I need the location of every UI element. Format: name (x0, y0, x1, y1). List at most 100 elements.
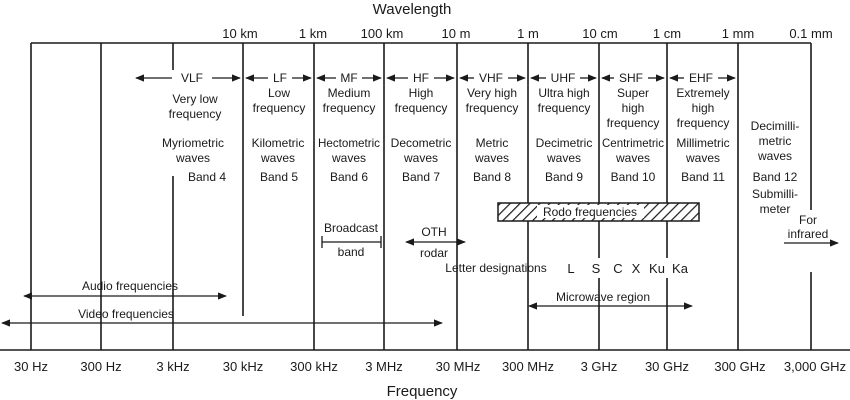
band-name: frequency (323, 101, 376, 115)
wavelength-tick: 1 cm (653, 26, 681, 41)
band-abbr: UHF (551, 71, 576, 85)
frequency-tick: 3 MHz (365, 359, 403, 374)
band-name: frequency (253, 101, 306, 115)
oth-label: rodar (420, 246, 448, 260)
frequency-tick: 3 GHz (581, 359, 618, 374)
wave-name: waves (331, 151, 366, 165)
frequency-tick: 30 MHz (436, 359, 481, 374)
infrared-label: For (799, 213, 817, 227)
wave-names: Myriometric waves Kilometric waves Hecto… (162, 119, 799, 165)
frequency-tick: 3 kHz (156, 359, 189, 374)
frequency-tick: 30 GHz (645, 359, 689, 374)
band-abbr: VHF (479, 71, 503, 85)
band-name: Very low (172, 92, 218, 106)
video-frequencies-label: Video frequencies (78, 307, 174, 321)
band-name: frequency (538, 101, 591, 115)
wave-name: Decimilli- (751, 119, 800, 133)
wave-name: metric (759, 134, 792, 148)
band-names: Very low frequency Low frequency Medium … (169, 86, 730, 130)
band-name: frequency (677, 116, 730, 130)
wavelength-tick: 10 cm (582, 26, 617, 41)
oth-label: OTH (421, 225, 446, 239)
band-letter: L (567, 261, 574, 276)
band-number: Band 10 (611, 170, 656, 184)
band-name: Ultra high (538, 86, 589, 100)
wavelength-tick: 10 km (222, 26, 257, 41)
wave-name: Metric (476, 136, 509, 150)
wavelength-tick: 1 km (299, 26, 327, 41)
wave-name: waves (260, 151, 295, 165)
wave-name: waves (615, 151, 650, 165)
band-name: frequency (466, 101, 519, 115)
letter-designations-label: Letter designations (445, 261, 546, 275)
band-name: Extremely (676, 86, 729, 100)
band-number: Band 7 (402, 170, 440, 184)
band-name: frequency (607, 116, 660, 130)
band-letter: Ka (672, 261, 689, 276)
band-number: Band 6 (330, 170, 368, 184)
band-name: high (622, 101, 645, 115)
wavelength-tick: 1 mm (722, 26, 755, 41)
band-name: high (692, 101, 715, 115)
band-name: Low (268, 86, 290, 100)
band-letter: Ku (649, 261, 665, 276)
band-letter: C (613, 261, 622, 276)
submillimeter-label: meter (760, 202, 791, 216)
wave-name: Centrimetric (602, 136, 664, 150)
band-abbreviations: VLF LF MF HF VHF UHF SHF EHF (181, 71, 713, 85)
frame (0, 42, 850, 351)
frequency-tick: 30 Hz (14, 359, 48, 374)
band-letter: X (632, 261, 641, 276)
band-name: High (409, 86, 434, 100)
band-name: Medium (328, 86, 371, 100)
wavelength-ticks: 10 km 1 km 100 km 10 m 1 m 10 cm 1 cm 1 … (222, 26, 832, 41)
band-number: Band 9 (545, 170, 583, 184)
radar-frequencies-label: Rodo frequencies (543, 205, 637, 219)
microwave-region-label: Microwave region (556, 290, 650, 304)
wavelength-tick: 0.1 mm (789, 26, 832, 41)
audio-frequencies-label: Audio frequencies (82, 279, 178, 293)
band-name: frequency (395, 101, 448, 115)
band-number: Band 11 (681, 170, 725, 184)
band-abbr: VLF (181, 71, 203, 85)
frequency-tick: 30 kHz (223, 359, 263, 374)
frequency-tick: 3,000 GHz (784, 359, 846, 374)
band-name: Very high (467, 86, 517, 100)
submillimeter-label: Submilli- (752, 187, 798, 201)
broadcast-label: Broadcast (324, 221, 379, 235)
wavelength-tick: 1 m (517, 26, 539, 41)
band-numbers: Band 4 Band 5 Band 6 Band 7 Band 8 Band … (188, 170, 798, 216)
wave-name: Decometric (391, 136, 452, 150)
frequency-tick: 300 Hz (80, 359, 121, 374)
wave-name: waves (757, 149, 792, 163)
band-name: frequency (169, 107, 222, 121)
band-abbr: HF (413, 71, 429, 85)
wave-name: Decimetric (536, 136, 593, 150)
band-abbr: MF (340, 71, 357, 85)
infrared-label: infrared (788, 227, 829, 241)
band-abbr: SHF (619, 71, 643, 85)
band-number: Band 5 (260, 170, 298, 184)
wave-name: waves (175, 151, 210, 165)
wavelength-tick: 10 m (442, 26, 471, 41)
band-name: Super (617, 86, 649, 100)
wave-name: Kilometric (252, 136, 305, 150)
wave-name: Myriometric (162, 136, 224, 150)
broadcast-label: band (338, 245, 365, 259)
wavelength-axis-title: Wavelength (373, 1, 452, 18)
frequency-tick: 300 MHz (502, 359, 554, 374)
band-abbr: EHF (689, 71, 713, 85)
band-number: Band 4 (188, 170, 226, 184)
radar-label-backdrop (537, 205, 644, 218)
wave-name: Hectometric (318, 136, 380, 150)
wave-name: Millimetric (676, 136, 729, 150)
wavelength-tick: 100 km (361, 26, 404, 41)
frequency-axis-title: Frequency (387, 383, 458, 400)
wave-name: waves (403, 151, 438, 165)
wave-name: waves (474, 151, 509, 165)
frequency-tick: 300 GHz (714, 359, 765, 374)
band-letter: S (592, 261, 601, 276)
frequency-ticks: 30 Hz 300 Hz 3 kHz 30 kHz 300 kHz 3 MHz … (14, 359, 846, 374)
wave-name: waves (685, 151, 720, 165)
